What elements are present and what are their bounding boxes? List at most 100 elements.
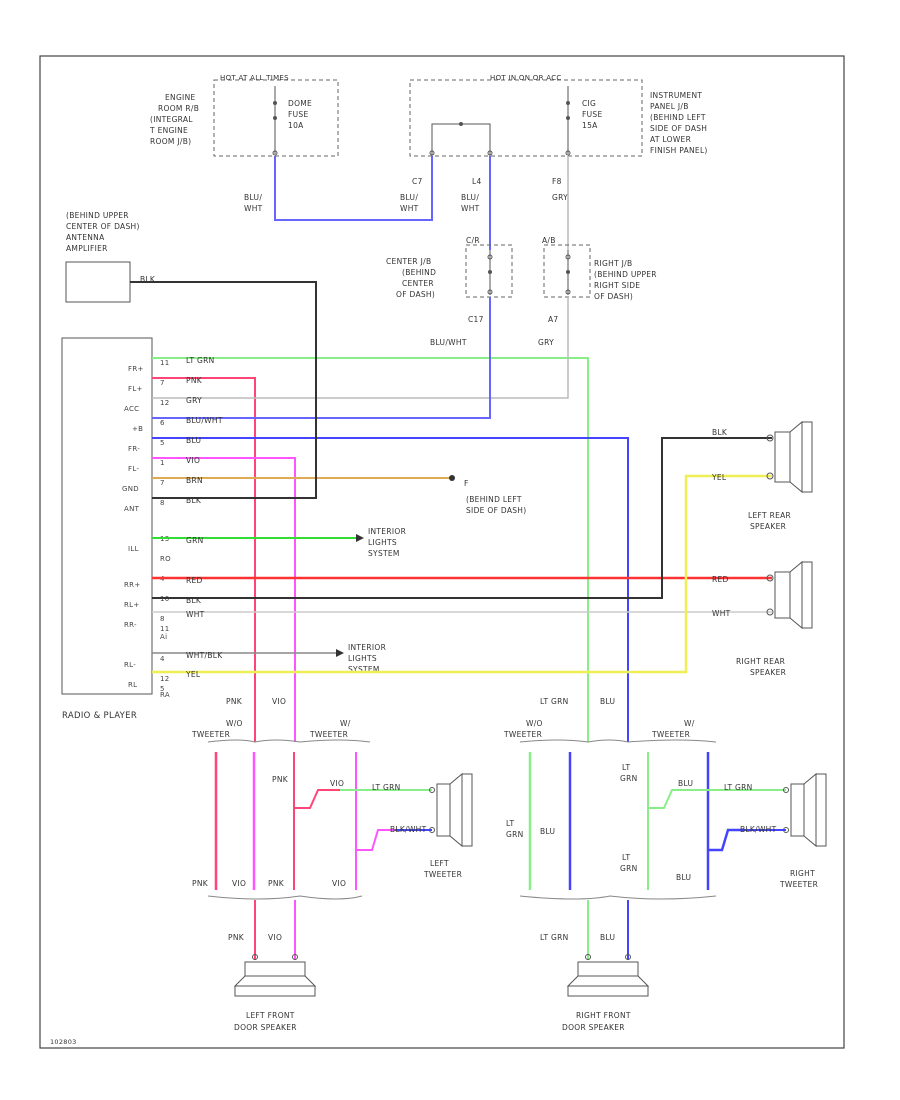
right-w-tweeter-1: W/ <box>684 719 695 728</box>
interior-lights-2b: LIGHTS <box>348 654 377 663</box>
wire-label-gry: GRY <box>186 396 202 405</box>
radio-pin-gnd: GND <box>122 485 139 493</box>
wire-dome-to-c7 <box>274 156 433 221</box>
right-wo-blu: BLU <box>540 827 555 836</box>
wire-yel-rl <box>152 474 772 674</box>
wire-label-ltgrn: LT GRN <box>186 356 215 365</box>
wire-label-blu: BLU <box>186 436 201 445</box>
ip-fuse-3: 15A <box>582 121 598 130</box>
center-jb-desc-2: (BEHIND <box>402 268 436 277</box>
right-rear-title-1: RIGHT REAR <box>736 657 785 666</box>
conn-c7: C7 <box>412 177 423 186</box>
right-split-blu: BLU <box>600 697 615 706</box>
wire-label-gry-bottom: GRY <box>538 338 554 347</box>
left-w-tweeter-1: W/ <box>340 719 351 728</box>
conn-a7: A7 <box>548 315 559 324</box>
left-front-branch: PNK VIO W/O TWEETER W/ TWEETER PNK VIO L… <box>191 697 473 960</box>
right-front-wire-blu: BLU <box>600 933 615 942</box>
instrument-panel-fuse-box: HOT IN ON OR ACC CIG FUSE 15A INSTRUMENT… <box>409 74 708 157</box>
radio-pin-num-1: 11 <box>160 359 170 367</box>
right-jb-desc-2: (BEHIND UPPER <box>594 270 657 279</box>
wire-label-red: RED <box>186 576 203 585</box>
ip-box-title: HOT IN ON OR ACC <box>490 74 562 82</box>
center-jb-desc-3: CENTER <box>402 279 434 288</box>
radio-pin-rl+: RL+ <box>124 601 140 609</box>
left-split-pnk: PNK <box>226 697 243 706</box>
center-jb-tag: C/R <box>466 236 480 245</box>
footer-code: 102803 <box>50 1038 77 1046</box>
wire-label-gry-top: GRY <box>552 193 568 202</box>
wire-label-pnk: PNK <box>186 376 203 385</box>
right-jb-tag: A/B <box>542 236 556 245</box>
radio-pin-fr-: FR- <box>128 445 140 453</box>
right-split-ltgrn: LT GRN <box>540 697 569 706</box>
left-rear-title-2: SPEAKER <box>750 522 786 531</box>
antenna-desc-2: CENTER OF DASH) <box>66 222 140 231</box>
wire-vio-fl <box>152 457 296 742</box>
wire-bluwht-b <box>152 297 491 419</box>
right-jb-desc-4: OF DASH) <box>594 292 633 301</box>
wire-label-grn: GRN <box>186 536 204 545</box>
radio-pin-num-7: 7 <box>160 479 165 487</box>
left-wo-tweeter-1: W/O <box>226 719 243 728</box>
right-front-wire-ltgrn: LT GRN <box>540 933 569 942</box>
wire-label-blk-2: BLK <box>186 596 202 605</box>
wire-label-yel: YEL <box>185 670 201 679</box>
right-tweeter-title-1: RIGHT <box>790 869 815 878</box>
left-rear-wire-yel: YEL <box>711 473 727 482</box>
ip-desc-6: FINISH PANEL) <box>650 146 708 155</box>
ip-desc-2: PANEL J/B <box>650 102 689 111</box>
wire-label-bluwht-3b: WHT <box>461 204 480 213</box>
right-tw-blkwht: BLK/WHT <box>740 825 777 834</box>
engine-fuse-3: 10A <box>288 121 304 130</box>
left-bottom-pnk-2: PNK <box>268 879 285 888</box>
left-front-wire-pnk: PNK <box>228 933 245 942</box>
radio-pin-ro: RO <box>160 555 171 563</box>
ground-label-1: (BEHIND LEFT <box>466 495 522 504</box>
wire-blu-fr <box>152 437 629 742</box>
right-wo-grn: GRN <box>506 830 524 839</box>
left-tw-blkwht: BLK/WHT <box>390 825 427 834</box>
radio-pin-num-4: 6 <box>160 419 165 427</box>
right-rear-wire-wht: WHT <box>712 609 731 618</box>
wire-label-brn: BRN <box>186 476 203 485</box>
radio-title: RADIO & PLAYER <box>62 711 137 721</box>
radio-and-player: RADIO & PLAYER FR+ FL+ ACC +B FR- FL- GN… <box>61 337 171 721</box>
ground-num: F <box>464 479 469 488</box>
ip-desc-4: SIDE OF DASH <box>650 124 707 133</box>
radio-pin-num-16: 5 <box>160 685 165 693</box>
ip-fuse-1: CIG <box>582 99 596 108</box>
radio-pin-num-14: 4 <box>160 655 165 663</box>
ip-fuse-2: FUSE <box>582 110 603 119</box>
wire-label-wht: WHT <box>186 610 205 619</box>
interior-lights-1b: LIGHTS <box>368 538 397 547</box>
right-rear-wire-red: RED <box>712 575 729 584</box>
radio-pin-num-15: 12 <box>160 675 170 683</box>
conn-f8: F8 <box>552 177 562 186</box>
engine-fuse-2: FUSE <box>288 110 309 119</box>
interior-lights-2c: SYSTEM <box>348 665 380 674</box>
engine-desc-5: ROOM J/B) <box>150 137 191 146</box>
right-rear-title-2: SPEAKER <box>750 668 786 677</box>
right-tw-lt-1: LT <box>622 763 630 772</box>
wire-label-bluwht-bottom: BLU/WHT <box>430 338 467 347</box>
right-front-branch: LT GRN BLU W/O TWEETER W/ TWEETER LT GRN… <box>503 697 827 960</box>
left-w-tweeter-2: TWEETER <box>309 730 348 739</box>
conn-c17: C17 <box>468 315 484 324</box>
radio-pin-rl-: RL- <box>124 661 136 669</box>
radio-pin-num-2: 7 <box>160 379 165 387</box>
wire-label-bluwht-3a: BLU/ <box>461 193 479 202</box>
right-tw-lt-2: LT <box>622 853 630 862</box>
radio-pin-acc: ACC <box>124 405 139 413</box>
radio-pin-ra: RA <box>160 691 170 699</box>
radio-pin-num-5: 5 <box>160 439 165 447</box>
right-wo-lt: LT <box>506 819 514 828</box>
wire-label-bluwht-1a: BLU/ <box>244 193 262 202</box>
engine-desc-2: ROOM R/B <box>158 104 199 113</box>
wire-label-bluwht-1b: WHT <box>244 204 263 213</box>
radio-pin-ai: Ai <box>160 633 167 641</box>
right-wo-tweeter-1: W/O <box>526 719 543 728</box>
wire-label-bluwht-2a: BLU/ <box>400 193 418 202</box>
right-front-door-speaker: LT GRN BLU RIGHT FRONT DOOR SPEAKER <box>540 933 650 1032</box>
